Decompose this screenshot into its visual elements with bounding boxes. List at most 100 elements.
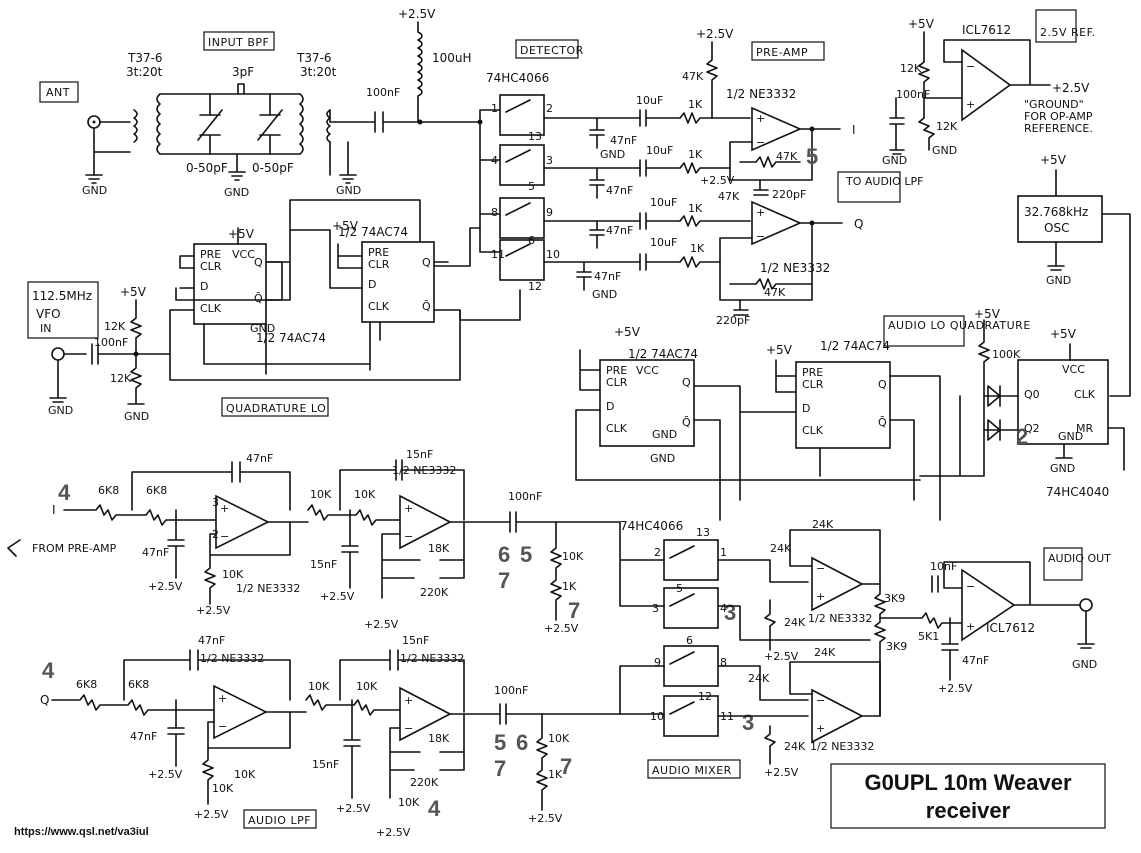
- svg-text:I: I: [52, 503, 56, 517]
- audio-lpf-i: 4 I 6K8 6K8 47nF 47nF +2.5V +− 32 10K +2…: [7, 448, 621, 635]
- svg-text:D: D: [606, 400, 614, 413]
- svg-text:+5V: +5V: [974, 307, 1001, 321]
- svg-text:10uF: 10uF: [650, 236, 677, 249]
- svg-text:1/2 NE3332: 1/2 NE3332: [726, 87, 796, 101]
- svg-text:PRE: PRE: [802, 366, 823, 379]
- svg-text:10K: 10K: [212, 782, 234, 795]
- svg-text:GND: GND: [652, 428, 677, 441]
- svg-text:9: 9: [654, 656, 661, 669]
- svg-text:100nF: 100nF: [508, 490, 542, 503]
- svg-text:+: +: [220, 502, 229, 515]
- svg-text:+: +: [816, 722, 825, 735]
- svg-text:10K: 10K: [354, 488, 376, 501]
- svg-text:+2.5V: +2.5V: [696, 27, 734, 41]
- svg-text:+5V: +5V: [766, 343, 793, 357]
- svg-text:GND: GND: [1072, 658, 1097, 671]
- svg-text:12K: 12K: [900, 62, 922, 75]
- svg-text:3pF: 3pF: [232, 65, 254, 79]
- svg-text:47nF: 47nF: [606, 224, 633, 237]
- svg-text:+5V: +5V: [614, 325, 641, 339]
- svg-text:"GROUND": "GROUND": [1024, 98, 1084, 111]
- svg-text:1: 1: [720, 546, 727, 559]
- svg-text:8: 8: [491, 206, 498, 219]
- title-line1: G0UPL 10m Weaver: [864, 770, 1072, 795]
- svg-text:100nF: 100nF: [494, 684, 528, 697]
- svg-text:1K: 1K: [688, 202, 703, 215]
- svg-text:10uF: 10uF: [650, 196, 677, 209]
- svg-text:+5V: +5V: [332, 219, 359, 233]
- svg-text:74HC4040: 74HC4040: [1046, 485, 1109, 499]
- svg-text:3t:20t: 3t:20t: [126, 65, 163, 79]
- svg-text:+5V: +5V: [908, 17, 935, 31]
- svg-text:1K: 1K: [548, 768, 563, 781]
- svg-text:−: −: [404, 530, 413, 543]
- svg-text:1/2 74AC74: 1/2 74AC74: [338, 225, 408, 239]
- svg-text:1/2 74AC74: 1/2 74AC74: [256, 331, 326, 345]
- svg-text:47nF: 47nF: [606, 184, 633, 197]
- svg-text:GND: GND: [48, 404, 73, 417]
- svg-text:1/2 NE3332: 1/2 NE3332: [760, 261, 830, 275]
- svg-text:1K: 1K: [562, 580, 577, 593]
- svg-text:+2.5V: +2.5V: [376, 826, 411, 839]
- svg-text:Q̄: Q̄: [878, 416, 887, 429]
- svg-text:7: 7: [498, 568, 510, 593]
- svg-text:220K: 220K: [420, 586, 449, 599]
- svg-text:6: 6: [498, 542, 510, 567]
- svg-text:+2.5V: +2.5V: [148, 768, 183, 781]
- svg-text:+2.5V: +2.5V: [938, 682, 973, 695]
- svg-text:10K: 10K: [398, 796, 420, 809]
- svg-text:7: 7: [568, 598, 580, 623]
- svg-text:MR: MR: [1076, 422, 1093, 435]
- svg-text:VFO: VFO: [36, 307, 61, 321]
- svg-text:2: 2: [546, 102, 553, 115]
- svg-text:12: 12: [698, 690, 712, 703]
- svg-text:Q2: Q2: [1024, 422, 1040, 435]
- svg-text:47K: 47K: [682, 70, 704, 83]
- svg-text:10K: 10K: [222, 568, 244, 581]
- svg-text:GND: GND: [1046, 274, 1071, 287]
- pre-amp-block: PRE-AMP +2.5V 47K 1/2 NE3332 +− I 47K 22…: [682, 27, 923, 327]
- svg-text:47nF: 47nF: [142, 546, 169, 559]
- svg-text:5: 5: [676, 582, 683, 595]
- svg-text:12: 12: [528, 280, 542, 293]
- svg-text:GND: GND: [592, 288, 617, 301]
- audio-output-stage: −+ ICL7612 10nF 47nF +2.5V GND AUDIO OUT: [930, 547, 1111, 695]
- svg-text:CLR: CLR: [606, 376, 628, 389]
- svg-text:GND: GND: [650, 452, 675, 465]
- svg-text:24K: 24K: [770, 542, 792, 555]
- svg-text:−: −: [966, 60, 975, 73]
- svg-text:−: −: [218, 720, 227, 733]
- svg-text:1: 1: [491, 102, 498, 115]
- svg-text:+: +: [404, 694, 413, 707]
- svg-text:Q0: Q0: [1024, 388, 1040, 401]
- svg-text:+: +: [966, 98, 975, 111]
- ref-label: 2.5V REF.: [1040, 26, 1096, 39]
- svg-text:CLR: CLR: [368, 258, 390, 271]
- svg-text:FROM PRE-AMP: FROM PRE-AMP: [32, 542, 117, 555]
- svg-text:100nF: 100nF: [366, 86, 400, 99]
- svg-text:47nF: 47nF: [246, 452, 273, 465]
- svg-text:Q: Q: [254, 256, 263, 269]
- svg-text:3: 3: [742, 710, 754, 735]
- osc-counter: +5V 32.768kHz OSC GND +5V VCC Q0 Q2 CLK …: [919, 153, 1131, 499]
- svg-text:3: 3: [546, 154, 553, 167]
- svg-text:8: 8: [720, 656, 727, 669]
- svg-text:112.5MHz: 112.5MHz: [32, 289, 92, 303]
- svg-text:D: D: [200, 280, 208, 293]
- svg-text:+2.5V: +2.5V: [364, 618, 399, 631]
- svg-text:47K: 47K: [764, 286, 786, 299]
- svg-text:I: I: [852, 123, 856, 137]
- svg-text:220K: 220K: [410, 776, 439, 789]
- svg-text:12K: 12K: [104, 320, 126, 333]
- svg-text:REFERENCE.: REFERENCE.: [1024, 122, 1093, 135]
- svg-text:+: +: [756, 206, 765, 219]
- svg-text:7: 7: [560, 754, 572, 779]
- audio-mixer-label: AUDIO MIXER: [652, 764, 732, 777]
- svg-text:100K: 100K: [992, 348, 1021, 361]
- svg-text:1/2 74AC74: 1/2 74AC74: [628, 347, 698, 361]
- svg-text:220pF: 220pF: [716, 314, 750, 327]
- svg-text:10nF: 10nF: [930, 560, 957, 573]
- svg-text:CLR: CLR: [200, 260, 222, 273]
- svg-text:CLK: CLK: [368, 300, 390, 313]
